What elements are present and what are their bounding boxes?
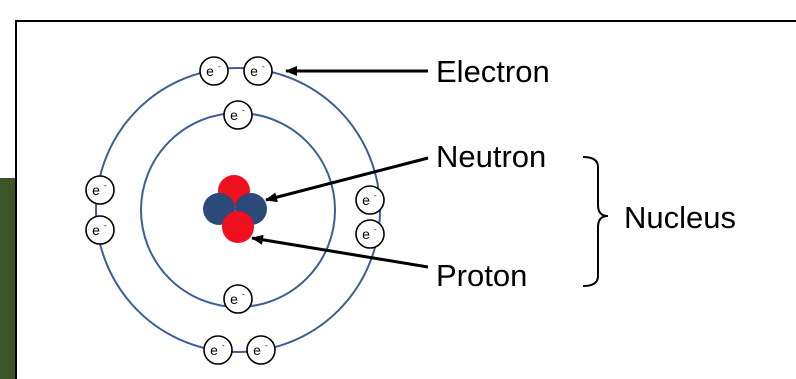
proton-bottom — [222, 211, 254, 243]
electron-symbol: e — [230, 107, 238, 123]
electron-charge: - — [242, 106, 245, 115]
electron: e- — [223, 284, 253, 314]
electron-circle — [355, 219, 385, 249]
electron-charge: - — [242, 290, 245, 299]
electron-charge: - — [374, 225, 377, 234]
electron-symbol: e — [362, 192, 370, 208]
electron-circle — [223, 284, 253, 314]
electron-symbol: e — [92, 182, 100, 198]
electron-charge: - — [218, 62, 221, 71]
electron: e- — [203, 335, 233, 365]
electron-circle — [85, 175, 115, 205]
neutron-arrow — [265, 156, 429, 203]
electron-symbol: e — [253, 342, 261, 358]
proton-arrow — [251, 234, 429, 269]
neutron-label: Neutron — [436, 139, 546, 174]
nucleus — [203, 175, 267, 243]
electron-circle — [243, 56, 273, 86]
electron: e- — [85, 215, 115, 245]
electron: e- — [243, 56, 273, 86]
electron: e- — [223, 100, 253, 130]
electron: e- — [355, 185, 385, 215]
electron-circle — [223, 100, 253, 130]
electron-charge: - — [265, 341, 268, 350]
electron-circle — [199, 56, 229, 86]
electron-circle — [85, 215, 115, 245]
electron: e- — [246, 335, 276, 365]
electron-circle — [203, 335, 233, 365]
nucleus-bracket — [582, 156, 609, 287]
electron: e- — [355, 219, 385, 249]
electron-charge: - — [374, 191, 377, 200]
electrons: e-e-e-e-e-e-e-e-e-e- — [85, 56, 385, 365]
electron-charge: - — [104, 221, 107, 230]
electron: e- — [199, 56, 229, 86]
electron-circle — [355, 185, 385, 215]
electron-symbol: e — [206, 63, 214, 79]
electron-symbol: e — [250, 63, 258, 79]
electron-label: Electron — [436, 54, 550, 89]
electron-symbol: e — [92, 222, 100, 238]
nucleus-label: Nucleus — [624, 200, 736, 235]
electron-symbol: e — [230, 291, 238, 307]
electron-charge: - — [222, 341, 225, 350]
electron-charge: - — [104, 181, 107, 190]
electron-symbol: e — [362, 226, 370, 242]
electron: e- — [85, 175, 115, 205]
proton-label: Proton — [436, 258, 527, 293]
electron-circle — [246, 335, 276, 365]
electron-charge: - — [262, 62, 265, 71]
electron-symbol: e — [210, 342, 218, 358]
